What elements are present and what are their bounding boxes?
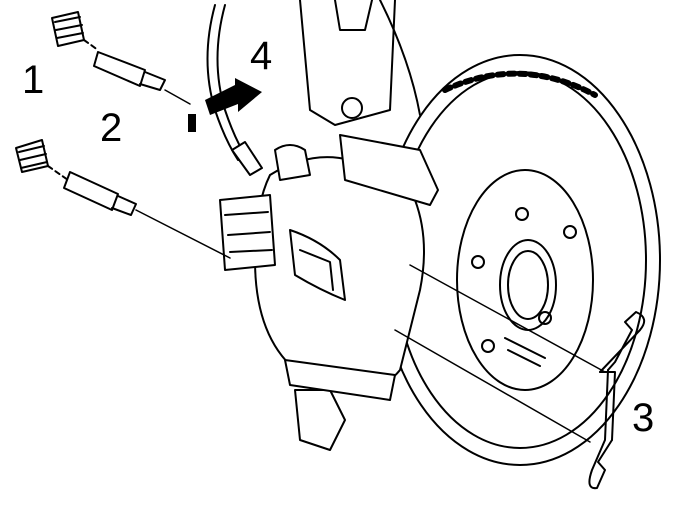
brake-disc (379, 54, 661, 466)
guide-pin-2 (15, 139, 137, 216)
callout-label-1: 1 (22, 58, 45, 102)
assembly-leader-lines (135, 89, 606, 443)
brake-caliper (219, 134, 439, 401)
callout-label-2: 2 (100, 106, 123, 150)
callout-label-4: 4 (250, 34, 273, 78)
callout-label-3: 3 (632, 396, 655, 440)
arrow-indicator-4 (188, 78, 262, 132)
steering-knuckle (294, 0, 421, 451)
guide-pin-1 (51, 11, 166, 91)
